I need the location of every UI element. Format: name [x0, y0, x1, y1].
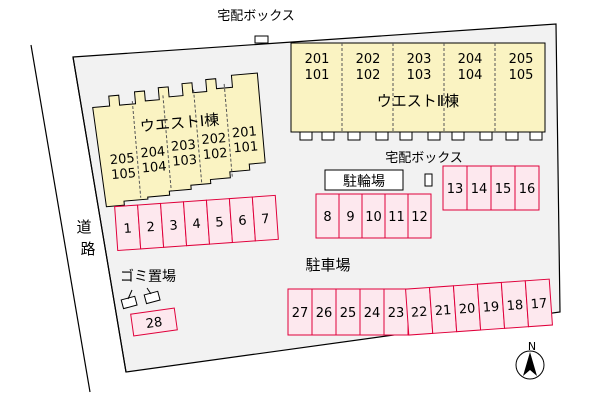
parking-space-number: 2: [146, 220, 155, 236]
parking-space-number: 11: [388, 210, 405, 225]
parking-space-number: 22: [410, 305, 428, 321]
parking-space: [442, 165, 468, 211]
parking-row-d: 27 26 25 24 23: [287, 288, 409, 336]
east-unit-lower: 105: [509, 68, 534, 83]
delivery-box-mid-label: 宅配ボックス: [385, 151, 463, 166]
garbage-area-label: ゴミ置場: [120, 268, 176, 285]
parking-space-number: 6: [238, 213, 247, 229]
parking-space-number: 24: [364, 306, 381, 321]
parking-space: [359, 288, 385, 336]
garbage-bins: [120, 287, 161, 310]
parking-space-number: 18: [506, 298, 524, 314]
west-unit-upper: 205: [109, 151, 135, 168]
west-unit-divider: [223, 83, 233, 178]
west-unit-lower: 101: [233, 139, 259, 156]
east-unit-upper: 204: [458, 52, 483, 67]
parking-space-number: 15: [495, 182, 512, 197]
building-east-ii: [290, 42, 546, 133]
parking-space: [251, 194, 279, 242]
parking-space-number: 7: [261, 212, 270, 228]
parking-space-number: 13: [447, 182, 464, 197]
parking-space: [466, 165, 492, 211]
north-arrow: N: [515, 340, 545, 380]
parking-space-number: 23: [388, 306, 405, 321]
parking-space-number: 4: [192, 217, 201, 233]
building-east-name: ウエストⅡ棟: [377, 92, 459, 110]
delivery-box-top-label: 宅配ボックス: [217, 9, 295, 24]
road-label-2: 路: [80, 240, 95, 258]
parking-space-number: 14: [471, 182, 488, 197]
delivery-box-mid: [424, 173, 433, 187]
parking-space-number: 9: [346, 210, 354, 225]
west-unit-upper: 201: [231, 124, 257, 141]
building-west-dividers: [131, 83, 233, 198]
parking-space-number: 25: [340, 306, 357, 321]
building-west-outline: [92, 72, 266, 208]
parking-space-number: 12: [411, 210, 428, 225]
west-unit-upper: 202: [201, 131, 227, 148]
east-unit-lower: 104: [458, 68, 483, 83]
parking-space: [407, 193, 432, 239]
parking-space: [311, 288, 337, 336]
west-unit-upper: 203: [170, 138, 196, 155]
parking-space: [130, 307, 178, 337]
west-unit-upper: 204: [140, 144, 166, 161]
parking-lot-label: 駐車場: [305, 256, 350, 274]
parking-space-number: 27: [292, 306, 309, 321]
parking-space-number: 5: [215, 215, 224, 231]
east-unit-upper: 202: [356, 52, 381, 67]
parking-space-number: 10: [365, 210, 382, 225]
parking-space-number: 3: [169, 218, 178, 234]
parking-space-number: 1: [123, 222, 132, 238]
parking-space: [490, 165, 516, 211]
parking-row-e: 22 21 20 19 18 17: [405, 278, 553, 336]
east-unit-upper: 201: [305, 52, 330, 67]
east-unit-upper: 205: [509, 52, 534, 67]
delivery-box-top: [254, 35, 269, 44]
east-unit-lower: 103: [407, 68, 432, 83]
parking-space: [335, 288, 361, 336]
building-east-entrances: [299, 131, 543, 141]
parking-space-number: 26: [316, 306, 333, 321]
parking-space-number: 19: [482, 300, 500, 316]
parking-space-number: 16: [519, 182, 536, 197]
road-label-1: 道: [76, 218, 91, 236]
bicycle-parking-box: [324, 169, 404, 191]
east-unit-lower: 102: [356, 68, 381, 83]
bicycle-parking-label: 駐輪場: [343, 173, 385, 190]
east-unit-lower: 101: [305, 68, 330, 83]
parking-single: 28: [130, 307, 178, 337]
west-unit-lower: 102: [202, 146, 228, 163]
parking-space-number: 8: [323, 210, 331, 225]
west-unit-divider: [131, 101, 142, 198]
parking-space-number: 20: [458, 301, 476, 317]
parking-space: [383, 288, 409, 336]
parking-space: [514, 165, 540, 211]
west-unit-lower: 104: [141, 159, 167, 176]
west-unit-lower: 103: [172, 153, 198, 170]
road-edge-left: [30, 44, 91, 393]
west-unit-divider: [193, 89, 203, 185]
parking-space-number: 28: [145, 315, 163, 332]
parking-space-number: 21: [434, 303, 452, 319]
east-unit-upper: 203: [407, 52, 432, 67]
parking-row-c: 13 14 15 16: [442, 165, 540, 211]
parking-space: [524, 278, 553, 328]
road-edge-right: [72, 56, 127, 373]
parking-space-number: 17: [530, 296, 548, 312]
west-unit-lower: 105: [111, 166, 137, 183]
north-label: N: [528, 340, 536, 353]
west-unit-divider: [162, 95, 172, 192]
